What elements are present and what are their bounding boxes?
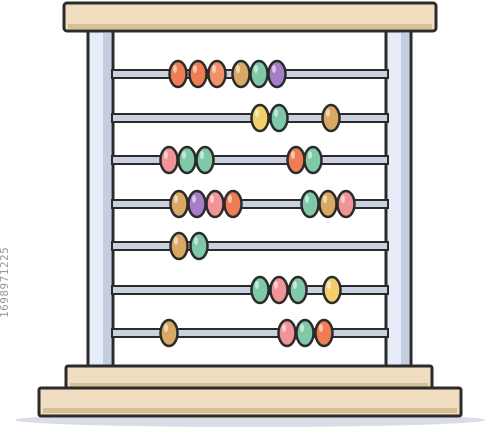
- bead: [286, 145, 306, 175]
- bead: [295, 318, 315, 348]
- rod-bar: [111, 155, 389, 165]
- bead: [288, 275, 308, 305]
- rods: [111, 59, 389, 348]
- bead: [205, 189, 225, 219]
- bead: [314, 318, 334, 348]
- bead: [269, 275, 289, 305]
- rod-3: [111, 145, 389, 175]
- rod-bar: [111, 241, 389, 251]
- rod-bar: [111, 113, 389, 123]
- bead: [169, 189, 189, 219]
- base-lower: [37, 386, 463, 418]
- rod-6: [111, 275, 389, 305]
- rod-5: [111, 231, 389, 261]
- rod-bar: [111, 328, 389, 338]
- left-post: [86, 29, 115, 369]
- bead: [250, 275, 270, 305]
- bead: [300, 189, 320, 219]
- bead: [269, 103, 289, 133]
- bead: [223, 189, 243, 219]
- bead: [195, 145, 215, 175]
- bead: [322, 275, 342, 305]
- bead: [159, 145, 179, 175]
- bead: [250, 103, 270, 133]
- bead: [177, 145, 197, 175]
- bead: [318, 189, 338, 219]
- bead: [231, 59, 251, 89]
- rod-bar: [111, 285, 389, 295]
- stock-id-watermark: 1698971225: [0, 246, 11, 318]
- bead: [249, 59, 269, 89]
- bead: [336, 189, 356, 219]
- base-upper: [64, 364, 434, 391]
- rod-2: [111, 103, 389, 133]
- bead: [168, 59, 188, 89]
- bead: [303, 145, 323, 175]
- bead: [277, 318, 297, 348]
- bead: [321, 103, 341, 133]
- bead: [188, 59, 208, 89]
- rod-1: [111, 59, 389, 89]
- rod-4: [111, 189, 389, 219]
- rod-7: [111, 318, 389, 348]
- bead: [207, 59, 227, 89]
- bead: [159, 318, 179, 348]
- bead: [267, 59, 287, 89]
- top-beam: [62, 1, 438, 33]
- bead: [187, 189, 207, 219]
- rod-bar: [111, 199, 389, 209]
- bead: [189, 231, 209, 261]
- right-post: [384, 29, 413, 369]
- bead: [169, 231, 189, 261]
